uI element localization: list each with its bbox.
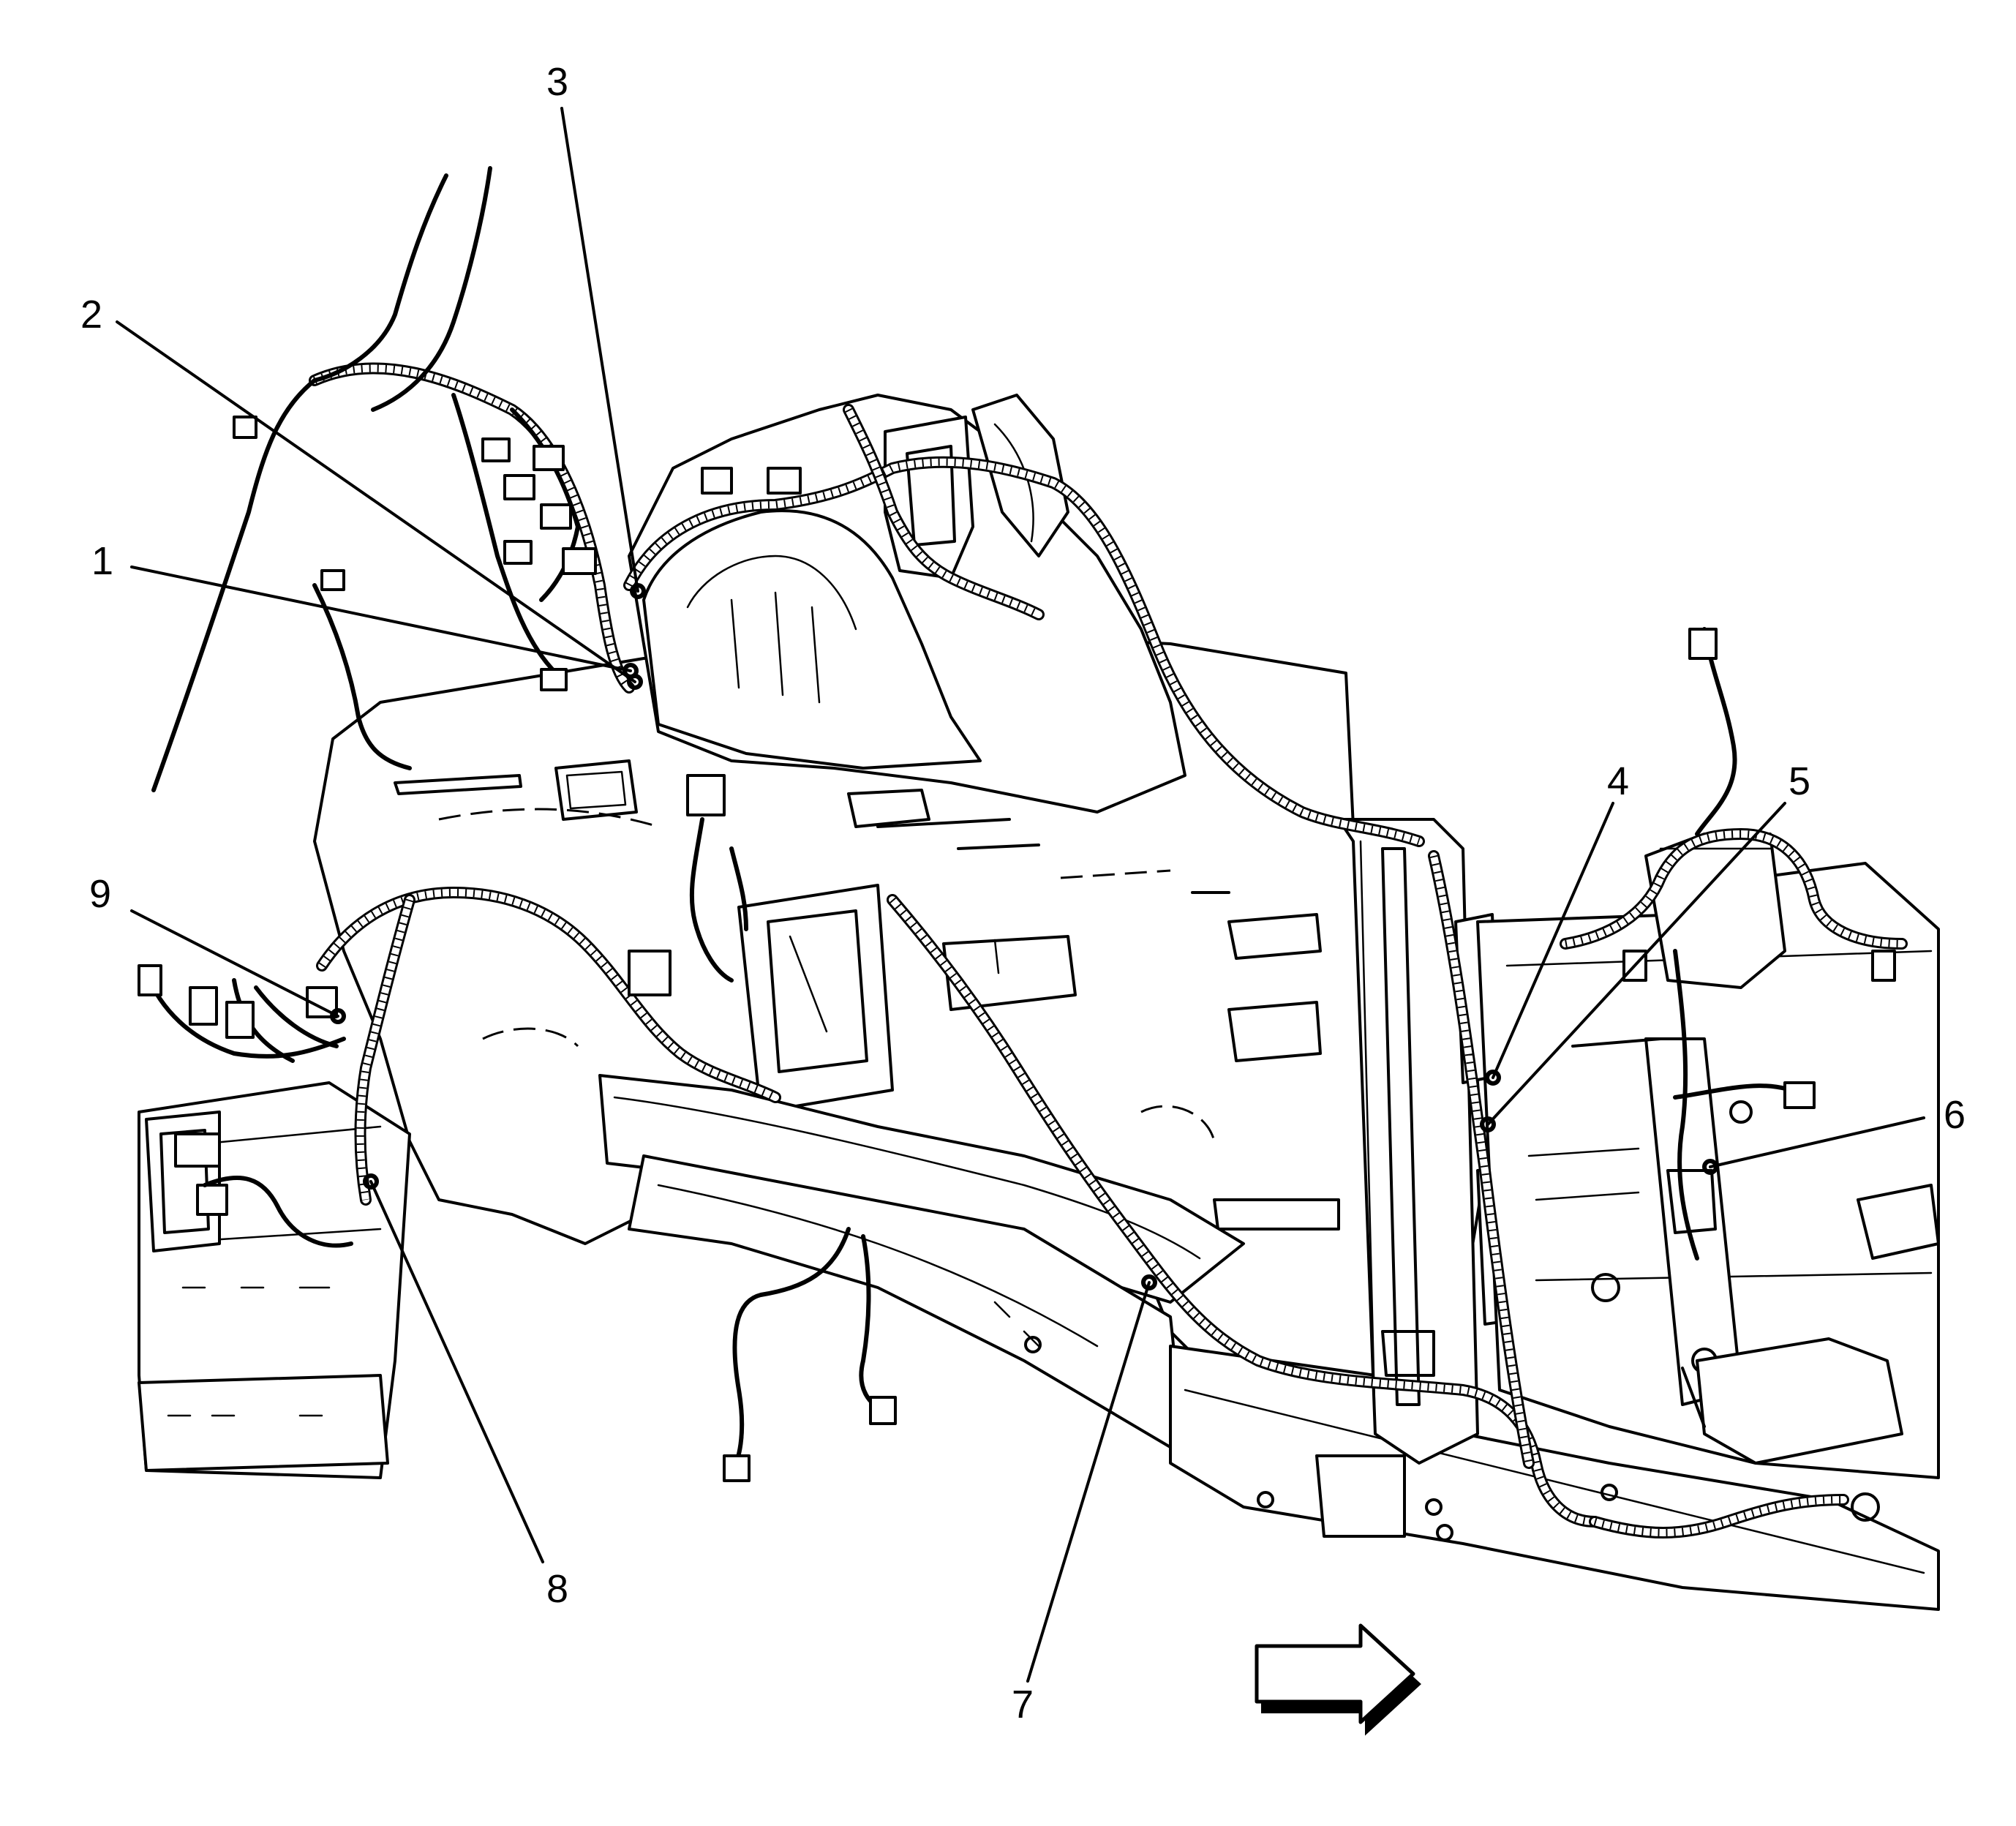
callout-9: 9: [89, 872, 111, 916]
callout-3: 3: [546, 60, 568, 104]
callout-5: 5: [1789, 759, 1810, 803]
callout-labels: 1 2 3 4 5 6 7 8 9: [80, 60, 1966, 1727]
wiring-harness: [138, 166, 1908, 1538]
floor-pan: [138, 394, 1940, 1611]
callout-7: 7: [1012, 1683, 1034, 1727]
callout-2: 2: [80, 293, 102, 337]
callout-8: 8: [546, 1567, 568, 1611]
right-arrow-icon: [1255, 1623, 1421, 1736]
callout-leaders: [116, 107, 1925, 1683]
callout-6: 6: [1944, 1093, 1966, 1137]
callout-4: 4: [1607, 759, 1629, 803]
callout-1: 1: [91, 539, 113, 583]
